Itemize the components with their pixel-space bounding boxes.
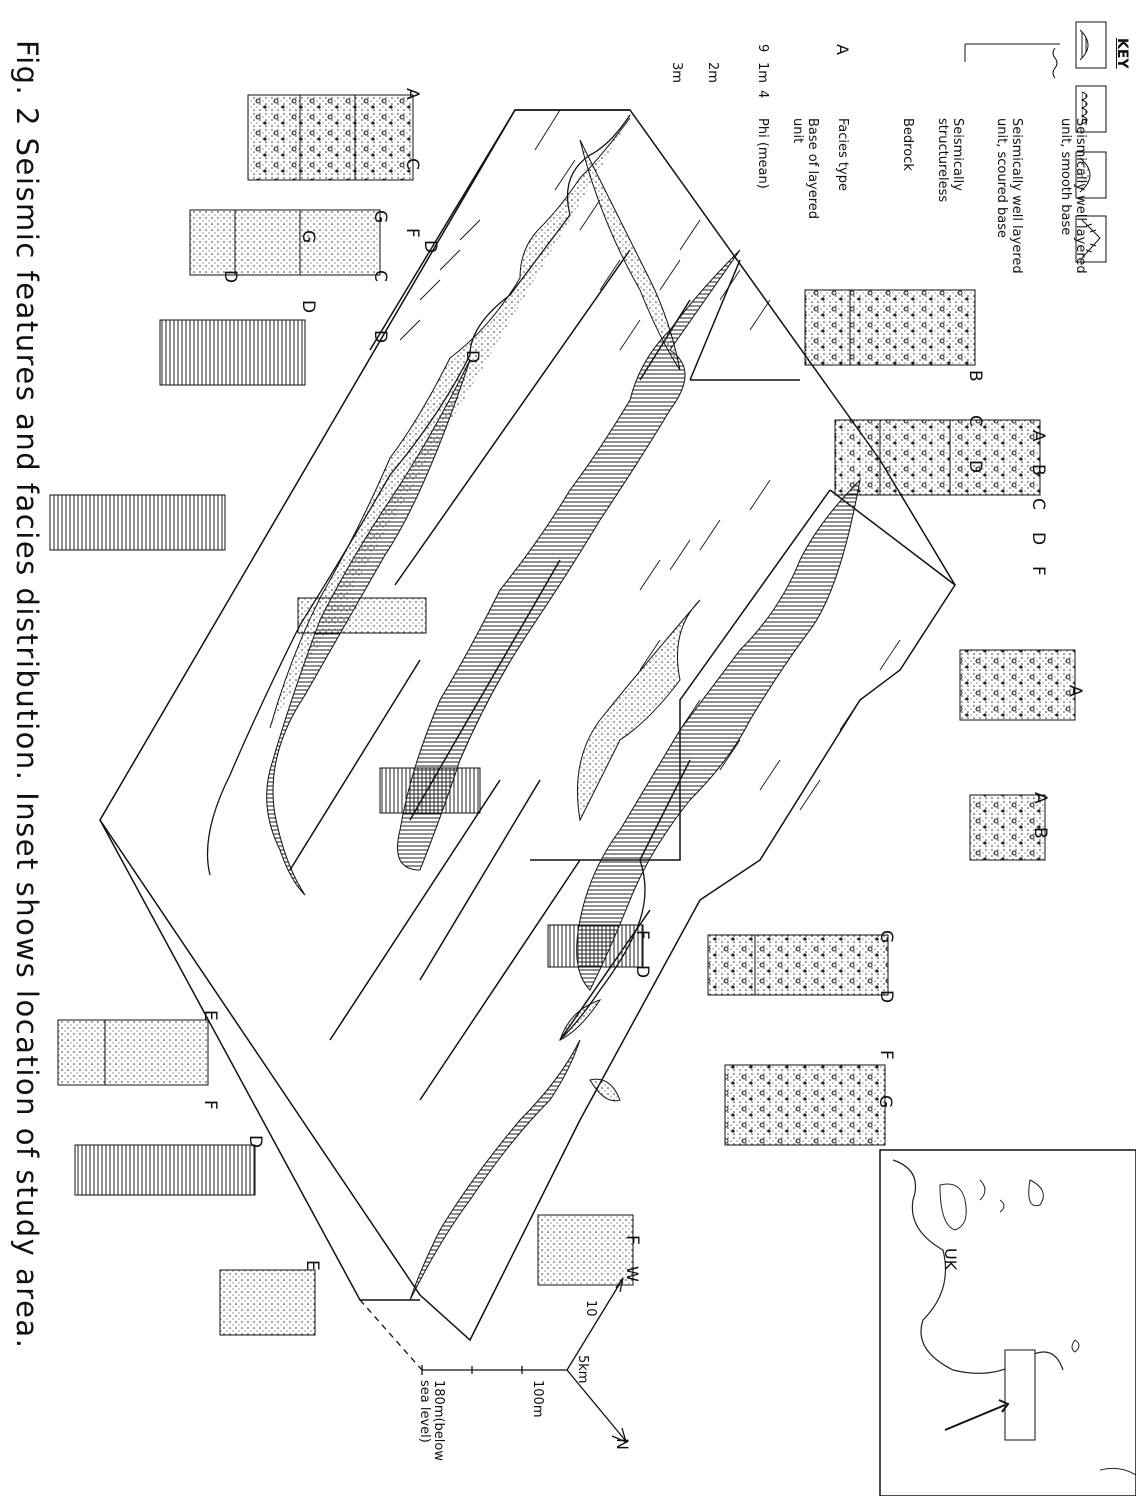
- column-3: [160, 320, 305, 385]
- facies-label-c17-0: F: [622, 1235, 642, 1245]
- key-item-4: Bedrock: [900, 118, 915, 171]
- facies-symbol: A: [835, 44, 850, 55]
- facies-label-c11-1: B: [1028, 464, 1048, 476]
- facies-label-c11-2: C: [1028, 498, 1048, 510]
- facies-label-c6-0: D: [462, 350, 482, 363]
- scale-phi-9: 9: [755, 44, 770, 52]
- facies-label-c7-1: F: [200, 1100, 220, 1110]
- column-8: [75, 1145, 255, 1195]
- column-1: [248, 95, 413, 180]
- facies-label-c15-2: F: [876, 1050, 896, 1060]
- column-5: [298, 598, 426, 633]
- column-12: [960, 650, 1075, 720]
- facies-label-c7-0: E: [200, 1010, 220, 1021]
- facies-label-c3-0: G: [298, 230, 318, 243]
- facies-label-c2-0: G: [370, 210, 390, 223]
- sediment-columns: [50, 95, 1075, 1335]
- facies-label-c13-0: A: [1030, 792, 1050, 804]
- column-7: [58, 1020, 208, 1085]
- compass-w: W: [623, 1266, 642, 1282]
- compass-5km: 5km: [575, 1355, 590, 1383]
- facies-label-c13-1: B: [1030, 827, 1050, 839]
- facies-label-c4-0: D: [220, 270, 240, 283]
- facies-label-c11-0: A: [1028, 430, 1048, 442]
- facies-label-c9-0: E: [302, 1260, 322, 1271]
- facies-label-c5-0: D: [420, 240, 440, 253]
- column-4: [50, 495, 225, 550]
- inset-label-uk: UK: [941, 1248, 960, 1270]
- column-6: [380, 768, 480, 813]
- facies-label-c10-1: C: [965, 415, 985, 427]
- inset-map: [880, 1150, 1136, 1496]
- facies-label-c11-3: D: [1028, 532, 1048, 545]
- compass-10: 10: [583, 1300, 598, 1317]
- scale-2m: 2m: [705, 62, 720, 83]
- facies-label-c2-1: C: [370, 270, 390, 282]
- key-item-5: Facies type: [835, 118, 850, 191]
- facies-label-c2-2: D: [370, 330, 390, 343]
- column-10: [805, 290, 975, 365]
- column-16: [725, 1065, 885, 1145]
- column-2: [190, 210, 380, 275]
- facies-label-c14-1: D: [632, 965, 652, 978]
- facies-label-c10-0: B: [965, 370, 985, 382]
- facies-label-c15-1: D: [876, 990, 896, 1003]
- column-11: [835, 420, 1040, 495]
- scale-phi-4: 4: [755, 90, 770, 98]
- depth-100m: 100m: [530, 1380, 545, 1417]
- scale-3m: 3m: [669, 62, 684, 83]
- column-14: [548, 925, 643, 967]
- facies-label-c10-2: D: [965, 460, 985, 473]
- facies-label-c1-1: C: [402, 158, 422, 170]
- key-item-7: Phi (mean): [755, 118, 770, 189]
- column-17: [538, 1215, 633, 1285]
- facies-label-c8-0: D: [245, 1135, 265, 1148]
- column-15: [708, 935, 888, 995]
- facies-label-c12-0: A: [1065, 685, 1085, 697]
- facies-label-c1-0: A: [402, 88, 422, 100]
- compass-n: N: [613, 1438, 632, 1450]
- column-9: [220, 1270, 315, 1335]
- scale-1m: 1m: [755, 62, 770, 83]
- facies-label-c16-0: G: [875, 1095, 895, 1108]
- facies-label-c15-0: G: [876, 930, 896, 943]
- facies-label-c3-1: D: [298, 300, 318, 313]
- facies-label-c11-4: F: [1028, 566, 1048, 576]
- facies-label-c14-0: F: [632, 930, 652, 940]
- facies-label-c1-2: F: [402, 228, 422, 238]
